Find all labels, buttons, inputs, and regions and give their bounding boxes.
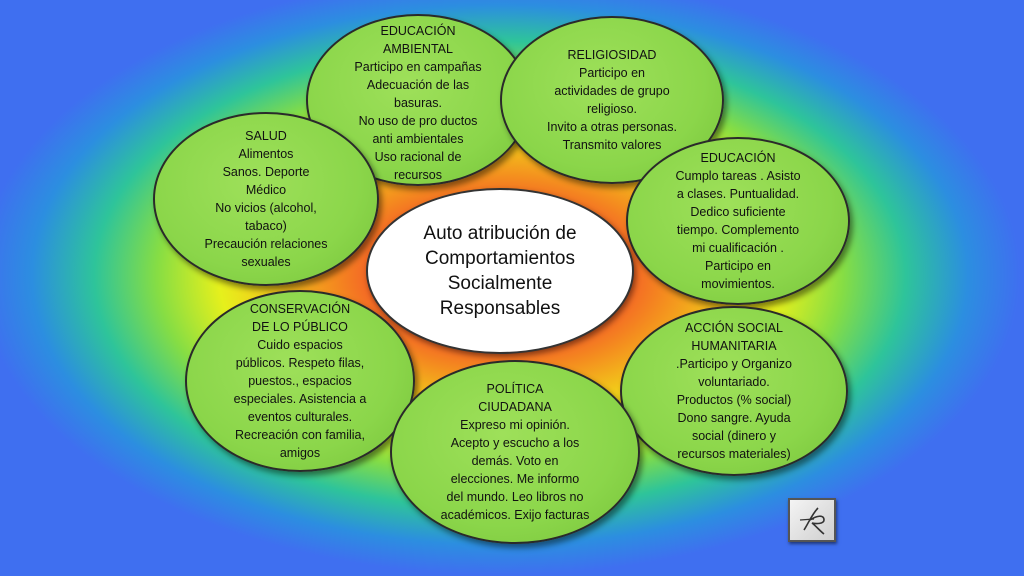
bubble-body: Alimentos Sanos. Deporte Médico No vicio…: [204, 147, 328, 269]
bubble-educacion: EDUCACIÓN Cumplo tareas . Asisto a clase…: [626, 137, 850, 305]
bubble-politica-ciudadana: POLÍTICA CIUDADANA Expreso mi opinión. A…: [390, 360, 640, 544]
bubble-conservacion-publico: CONSERVACIÓN DE LO PÚBLICO Cuido espacio…: [185, 290, 415, 472]
bubble-heading: EDUCACIÓN: [700, 151, 776, 165]
bubble-heading: RELIGIOSIDAD: [567, 48, 657, 62]
bubble-heading: ACCIÓN SOCIAL HUMANITARIA: [685, 321, 783, 353]
signature-logo-icon: [788, 498, 836, 542]
center-title: Auto atribución de Comportamientos Socia…: [366, 188, 634, 354]
bubble-body: .Participo y Organizo voluntariado. Prod…: [675, 357, 793, 461]
bubble-salud: SALUD Alimentos Sanos. Deporte Médico No…: [153, 112, 379, 286]
bubble-body: Participo en campañas Adecuación de las …: [354, 60, 482, 182]
bubble-accion-social: ACCIÓN SOCIAL HUMANITARIA .Participo y O…: [620, 306, 848, 476]
signature-logo-icon: [799, 507, 825, 535]
bubble-body: Cuido espacios públicos. Respeto filas, …: [233, 338, 367, 460]
bubble-heading: CONSERVACIÓN DE LO PÚBLICO: [249, 302, 351, 334]
bubble-heading: POLÍTICA CIUDADANA: [478, 382, 552, 414]
bubble-body: Participo en actividades de grupo religi…: [547, 66, 677, 152]
bubble-heading: EDUCACIÓN AMBIENTAL: [380, 24, 456, 56]
bubble-body: Expreso mi opinión. Acepto y escucho a l…: [440, 418, 590, 522]
bubble-body: Cumplo tareas . Asisto a clases. Puntual…: [675, 169, 801, 291]
bubble-heading: SALUD: [245, 129, 287, 143]
